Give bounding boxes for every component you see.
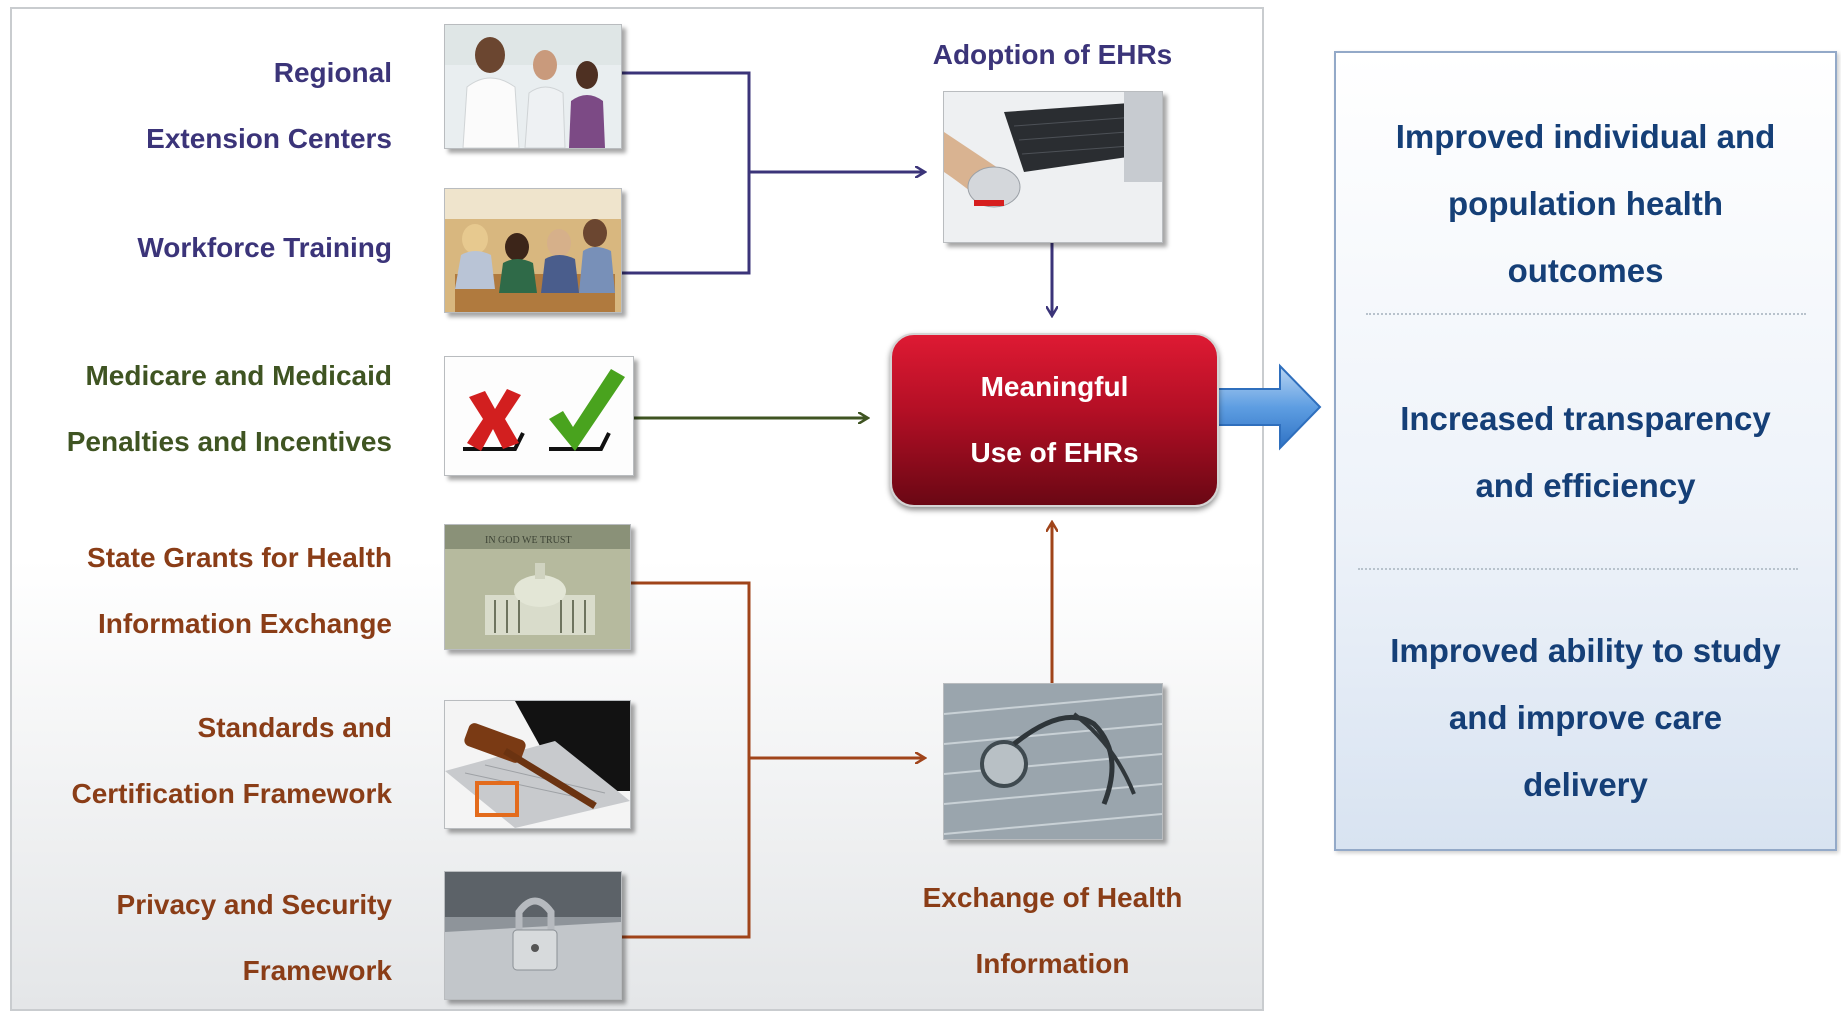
meaningful-use-box: Meaningful Use of EHRs <box>890 333 1219 507</box>
label-line: Extension Centers <box>146 123 392 154</box>
outcome-transparency: Increased transparency and efficiency <box>1336 385 1835 519</box>
keyboard-mouse-photo <box>943 91 1163 243</box>
outcome-divider <box>1358 568 1798 570</box>
standards-certification-label: Standards and Certification Framework <box>12 695 392 827</box>
outcome-line: Improved individual and <box>1395 118 1776 155</box>
label-line: Certification Framework <box>71 778 392 809</box>
medicare-medicaid-label: Medicare and Medicaid Penalties and Ince… <box>12 343 392 475</box>
outcome-line: delivery <box>1523 766 1648 803</box>
outcome-line: population health <box>1448 185 1723 222</box>
privacy-security-label: Privacy and Security Framework <box>12 872 392 1004</box>
exchange-title: Exchange of Health Information <box>890 865 1215 997</box>
doctors-photo <box>444 24 622 149</box>
outcome-divider <box>1366 313 1806 315</box>
outcome-line: and improve care <box>1448 699 1723 736</box>
outcome-line: and efficiency <box>1475 467 1696 504</box>
label-line: State Grants for Health <box>87 542 392 573</box>
workforce-photo <box>444 188 622 313</box>
exchange-line: Exchange of Health <box>922 882 1183 913</box>
outcome-line: Improved ability to study <box>1390 632 1781 669</box>
workforce-training-label: Workforce Training <box>12 215 392 281</box>
label-line: Privacy and Security <box>116 889 392 920</box>
label-line: Workforce Training <box>137 232 392 263</box>
adoption-title: Adoption of EHRs <box>932 39 1173 70</box>
exchange-line: Information <box>975 948 1130 979</box>
dollar-bill-capitol-photo: IN GOD WE TRUST <box>444 524 631 650</box>
label-line: Penalties and Incentives <box>66 426 392 457</box>
outcome-line: Increased transparency <box>1400 400 1771 437</box>
svg-text:IN GOD WE TRUST: IN GOD WE TRUST <box>485 535 572 546</box>
center-line: Meaningful <box>980 371 1129 402</box>
regional-extension-label: Regional Extension Centers <box>12 40 392 172</box>
state-grants-label: State Grants for Health Information Exch… <box>12 525 392 657</box>
gavel-laptop-photo <box>444 700 631 829</box>
label-line: Medicare and Medicaid <box>85 360 392 391</box>
big-right-arrow <box>1216 363 1322 451</box>
outcome-study-care: Improved ability to study and improve ca… <box>1336 617 1835 818</box>
stethoscope-keyboard-photo <box>943 683 1163 840</box>
label-line: Framework <box>242 955 392 986</box>
label-line: Information Exchange <box>97 608 392 639</box>
outcome-line: outcomes <box>1507 252 1664 289</box>
purple-connector <box>621 71 1052 316</box>
outcomes-box: Improved individual and population healt… <box>1334 51 1837 851</box>
outcome-health: Improved individual and population healt… <box>1336 103 1835 304</box>
label-line: Regional <box>273 57 392 88</box>
checkbox-x-check-image <box>444 356 634 476</box>
brown-connector <box>621 522 1052 939</box>
label-line: Standards and <box>197 712 392 743</box>
center-line: Use of EHRs <box>970 437 1139 468</box>
padlock-laptop-photo <box>444 871 622 1000</box>
